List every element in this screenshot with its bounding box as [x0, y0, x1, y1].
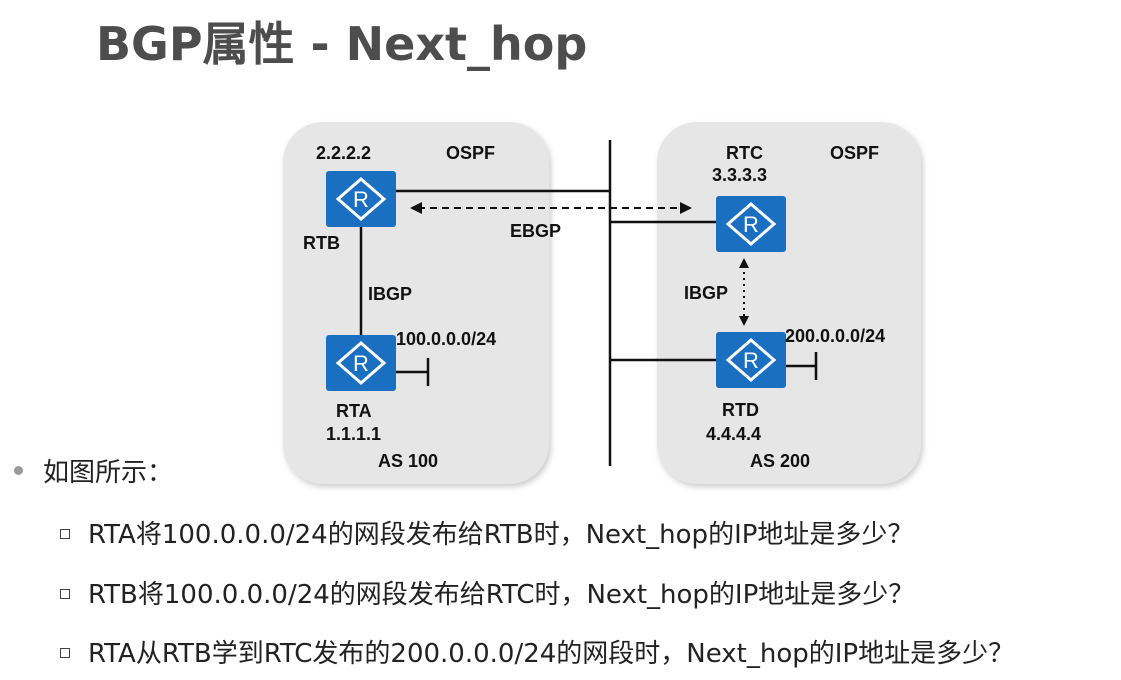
square-bullet-icon	[60, 647, 70, 658]
rtd-id-label: 4.4.4.4	[706, 424, 761, 444]
left-ospf-label: OSPF	[446, 143, 495, 163]
square-bullet-icon	[60, 588, 70, 599]
ebgp-arrowhead-left	[410, 202, 422, 214]
question-text: RTA将100.0.0.0/24的网段发布给RTB时，Next_hop的IP地址…	[88, 520, 914, 550]
rtc-id-label: 3.3.3.3	[712, 165, 767, 185]
ibgp-arrowhead-up	[739, 258, 749, 268]
as100-label: AS 100	[378, 451, 438, 471]
rtb-id-label: 2.2.2.2	[316, 143, 371, 163]
question-item-2: RTB将100.0.0.0/24的网段发布给RTC时，Next_hop的IP地址…	[60, 574, 914, 611]
rtb-name-label: RTB	[303, 233, 340, 253]
as100-region	[283, 122, 549, 484]
rtd-network-label: 200.0.0.0/24	[785, 326, 885, 346]
rta-name-label: RTA	[336, 401, 372, 421]
ibgp-right-label: IBGP	[684, 283, 728, 303]
as200-region	[657, 122, 921, 484]
as200-label: AS 200	[750, 451, 810, 471]
square-bullet-icon	[60, 528, 70, 539]
right-ospf-label: OSPF	[830, 143, 879, 163]
ibgp-arrowhead-down	[739, 316, 749, 326]
ebgp-arrowhead-right	[680, 202, 692, 214]
ibgp-left-label: IBGP	[368, 284, 412, 304]
rtc-router-icon	[714, 194, 788, 254]
rtb-router-icon	[324, 169, 398, 229]
question-item-3: RTA从RTB学到RTC发布的200.0.0.0/24的网段时，Next_hop…	[60, 633, 1014, 670]
question-item-1: RTA将100.0.0.0/24的网段发布给RTB时，Next_hop的IP地址…	[60, 514, 913, 551]
rtc-name-label: RTC	[726, 143, 763, 163]
rtd-name-label: RTD	[722, 400, 759, 420]
rta-network-label: 100.0.0.0/24	[396, 329, 496, 349]
ebgp-label: EBGP	[510, 221, 561, 241]
slide-title: BGP属性 - Next_hop	[96, 17, 588, 71]
rtd-router-icon	[714, 330, 788, 390]
rta-id-label: 1.1.1.1	[326, 424, 381, 444]
intro-bullet: 如图所示：	[14, 452, 173, 489]
question-text: RTB将100.0.0.0/24的网段发布给RTC时，Next_hop的IP地址…	[88, 580, 915, 610]
intro-text: 如图所示：	[43, 458, 174, 488]
question-text: RTA从RTB学到RTC发布的200.0.0.0/24的网段时，Next_hop…	[88, 639, 1015, 669]
bullet-dot-icon	[14, 466, 23, 475]
rta-router-icon	[324, 333, 398, 393]
